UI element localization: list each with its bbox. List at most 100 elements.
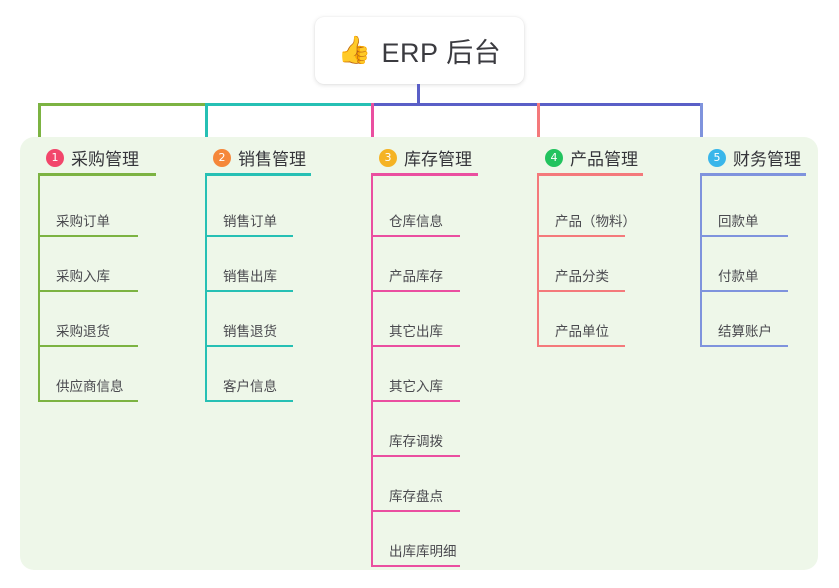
branch-leaf-label: 销售出库	[223, 269, 277, 284]
branch-leaf-rule	[205, 400, 293, 402]
branch-leaf-rule	[700, 235, 788, 237]
branch-header-rule	[205, 173, 311, 176]
branch-leaf-label: 采购入库	[56, 269, 110, 284]
branch-header-label: 财务管理	[733, 150, 801, 169]
root-node-label: ERP 后台	[381, 38, 502, 68]
branch-number-badge: 3	[379, 148, 397, 167]
branch-leaf-rule	[537, 235, 625, 237]
branch-leaf-label: 采购订单	[56, 214, 110, 229]
branch-leaf-label: 仓库信息	[389, 214, 443, 229]
branch-leaf-item[interactable]: 产品（物料）	[537, 182, 636, 237]
branch-leaf-label: 销售退货	[223, 324, 277, 339]
branch-leaf-item[interactable]: 出库库明细	[371, 512, 460, 567]
branch-leaf-rule	[700, 290, 788, 292]
branch-spine	[205, 173, 207, 402]
branch-header-1[interactable]: 1 采购管理	[46, 145, 139, 170]
branch-leaf-item[interactable]: 采购订单	[38, 182, 138, 237]
branch-leaf-rule	[371, 455, 460, 457]
branch-column-4: 4 产品管理产品（物料） 产品分类产品单位	[537, 0, 643, 588]
branch-header-3[interactable]: 3 库存管理	[379, 145, 472, 170]
branch-leaf-label: 其它入库	[389, 379, 443, 394]
branch-header-4[interactable]: 4 产品管理	[545, 145, 638, 170]
connector-bar-segment	[205, 103, 374, 106]
branch-spine	[537, 173, 539, 347]
branch-spine	[371, 173, 373, 567]
branch-leaf-label: 库存盘点	[389, 489, 443, 504]
branch-leaf-rule	[371, 565, 460, 567]
branch-leaf-label: 结算账户	[718, 324, 772, 339]
root-node-erp-backend[interactable]: 👍 ERP 后台	[315, 17, 524, 84]
branch-leaf-label: 产品分类	[555, 269, 609, 284]
branch-leaf-label: 产品（物料）	[555, 214, 636, 229]
branch-leaf-item[interactable]: 销售出库	[205, 237, 293, 292]
branch-header-label: 库存管理	[404, 150, 472, 169]
branch-header-5[interactable]: 5 财务管理	[708, 145, 801, 170]
branch-spine	[700, 173, 702, 347]
branch-column-5: 5 财务管理回款单付款单结算账户	[700, 0, 806, 588]
branch-leaf-label: 采购退货	[56, 324, 110, 339]
branches-panel	[20, 137, 818, 570]
branch-column-3: 3 库存管理仓库信息产品库存其它出库其它入库库存调拨库存盘点出库库明细	[371, 0, 478, 588]
branch-leaf-item[interactable]: 产品单位	[537, 292, 625, 347]
branch-leaf-rule	[38, 235, 138, 237]
branch-header-rule	[700, 173, 806, 176]
connector-bar-segment	[38, 103, 208, 106]
branch-leaf-label: 付款单	[718, 269, 759, 284]
branch-header-rule	[537, 173, 643, 176]
branch-leaf-item[interactable]: 其它入库	[371, 347, 460, 402]
branch-leaf-rule	[371, 345, 460, 347]
branch-leaf-item[interactable]: 其它出库	[371, 292, 460, 347]
thumbs-up-emoji: 👍	[337, 35, 372, 65]
branch-leaf-item[interactable]: 产品库存	[371, 237, 460, 292]
branch-leaf-label: 产品库存	[389, 269, 443, 284]
branch-leaf-item[interactable]: 库存盘点	[371, 457, 460, 512]
branch-leaf-item[interactable]: 产品分类	[537, 237, 625, 292]
branch-leaf-rule	[700, 345, 788, 347]
branch-header-rule	[38, 173, 156, 176]
branch-leaf-label: 供应商信息	[56, 379, 124, 394]
branch-leaf-label: 其它出库	[389, 324, 443, 339]
branch-column-2: 2 销售管理销售订单销售出库销售退货客户信息	[205, 0, 311, 588]
branch-leaf-item[interactable]: 回款单	[700, 182, 788, 237]
branch-leaf-rule	[537, 345, 625, 347]
branch-header-label: 销售管理	[238, 150, 306, 169]
branch-leaf-rule	[371, 235, 460, 237]
branch-leaf-label: 库存调拨	[389, 434, 443, 449]
branch-header-2[interactable]: 2 销售管理	[213, 145, 306, 170]
branch-leaf-label: 客户信息	[223, 379, 277, 394]
branch-leaf-item[interactable]: 付款单	[700, 237, 788, 292]
branch-leaf-rule	[205, 235, 293, 237]
branch-spine	[38, 173, 40, 402]
branch-leaf-label: 回款单	[718, 214, 759, 229]
branch-leaf-item[interactable]: 采购入库	[38, 237, 138, 292]
branch-leaf-label: 产品单位	[555, 324, 609, 339]
branch-leaf-rule	[371, 400, 460, 402]
branch-leaf-rule	[371, 290, 460, 292]
branch-number-badge: 5	[708, 148, 726, 167]
branch-leaf-rule	[371, 510, 460, 512]
branch-number-badge: 2	[213, 148, 231, 167]
branch-number-badge: 4	[545, 148, 563, 167]
branch-leaf-item[interactable]: 结算账户	[700, 292, 788, 347]
branch-leaf-label: 销售订单	[223, 214, 277, 229]
branch-leaf-item[interactable]: 销售订单	[205, 182, 293, 237]
branch-leaf-item[interactable]: 销售退货	[205, 292, 293, 347]
trunk-stem	[417, 84, 420, 105]
branch-leaf-rule	[537, 290, 625, 292]
branch-leaf-rule	[38, 400, 138, 402]
branch-leaf-item[interactable]: 客户信息	[205, 347, 293, 402]
branch-column-1: 1 采购管理采购订单采购入库采购退货供应商信息	[38, 0, 156, 588]
branch-leaf-rule	[205, 345, 293, 347]
branch-leaf-item[interactable]: 库存调拨	[371, 402, 460, 457]
branch-leaf-item[interactable]: 仓库信息	[371, 182, 460, 237]
branch-leaf-rule	[38, 290, 138, 292]
branch-header-label: 采购管理	[71, 150, 139, 169]
branch-leaf-item[interactable]: 供应商信息	[38, 347, 138, 402]
branch-header-label: 产品管理	[570, 150, 638, 169]
branch-header-rule	[371, 173, 478, 176]
branch-leaf-label: 出库库明细	[389, 544, 457, 559]
branch-leaf-item[interactable]: 采购退货	[38, 292, 138, 347]
branch-leaf-rule	[38, 345, 138, 347]
branch-number-badge: 1	[46, 148, 64, 167]
